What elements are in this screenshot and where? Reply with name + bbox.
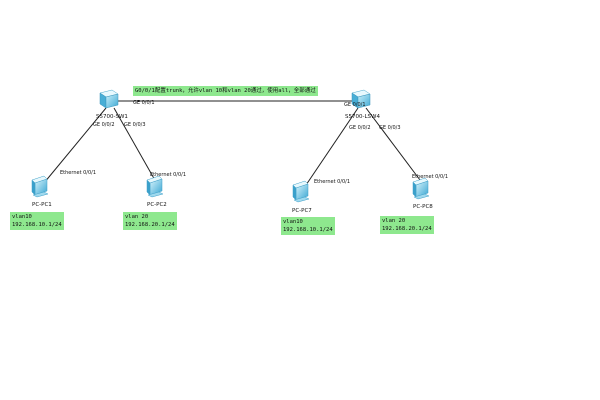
sw1-port-g1: GE 0/0/1 xyxy=(133,100,155,106)
sw1-port-g2: GE 0/0/2 xyxy=(93,122,115,128)
pc7-vlan: vlan10 xyxy=(283,219,303,225)
link-sw4-pc7 xyxy=(303,107,359,189)
lsw4-port-g3: GE 0/0/3 xyxy=(379,125,401,131)
pc1-vlan: vlan10 xyxy=(12,214,32,220)
switch-sw1-label: S5700-SW1 xyxy=(96,114,128,120)
pc7-note: vlan10 192.168.10.1/24 xyxy=(281,217,335,235)
pc8-name: PC-PC8 xyxy=(413,204,433,210)
pc2-vlan: vlan 20 xyxy=(125,214,149,220)
pc1-ip: 192.168.10.1/24 xyxy=(12,222,62,228)
pc1-icon[interactable] xyxy=(31,175,49,198)
config-note-banner: G0/0/1配置trunk，允许vlan 10和vlan 20通过，使用all，… xyxy=(133,86,318,96)
pc2-name: PC-PC2 xyxy=(147,202,167,208)
pc8-vlan: vlan 20 xyxy=(382,218,406,224)
pc1-name: PC-PC1 xyxy=(32,202,52,208)
pc7-name: PC-PC7 xyxy=(292,208,312,214)
pc2-ip: 192.168.20.1/24 xyxy=(125,222,175,228)
sw1-port-g3: GE 0/0/3 xyxy=(124,122,146,128)
link-sw1-pc2 xyxy=(113,107,157,183)
pc1-port: Ethernet 0/0/1 xyxy=(60,170,96,176)
lsw4-port-g1: GE 0/0/1 xyxy=(344,102,366,108)
pc2-note: vlan 20 192.168.20.1/24 xyxy=(123,212,177,230)
pc8-icon[interactable] xyxy=(412,177,430,200)
link-sw1-pc1 xyxy=(43,107,107,184)
link-sw4-pc8 xyxy=(365,107,424,185)
switch-sw1-icon[interactable] xyxy=(99,89,119,109)
pc2-icon[interactable] xyxy=(146,175,164,198)
lsw4-port-g2: GE 0/0/2 xyxy=(349,125,371,131)
switch-lsw4-icon[interactable] xyxy=(351,89,371,109)
pc8-ip: 192.168.20.1/24 xyxy=(382,226,432,232)
pc8-note: vlan 20 192.168.20.1/24 xyxy=(380,216,434,234)
switch-lsw4-label: S5700-LSW4 xyxy=(345,114,380,120)
pc1-note: vlan10 192.168.10.1/24 xyxy=(10,212,64,230)
pc8-port: Ethernet 0/0/1 xyxy=(412,174,448,180)
pc7-port: Ethernet 0/0/1 xyxy=(314,179,350,185)
pc7-ip: 192.168.10.1/24 xyxy=(283,227,333,233)
config-note-text: G0/0/1配置trunk，允许vlan 10和vlan 20通过，使用all，… xyxy=(135,88,316,94)
pc2-port: Ethernet 0/0/1 xyxy=(150,172,186,178)
pc7-icon[interactable] xyxy=(292,180,310,203)
